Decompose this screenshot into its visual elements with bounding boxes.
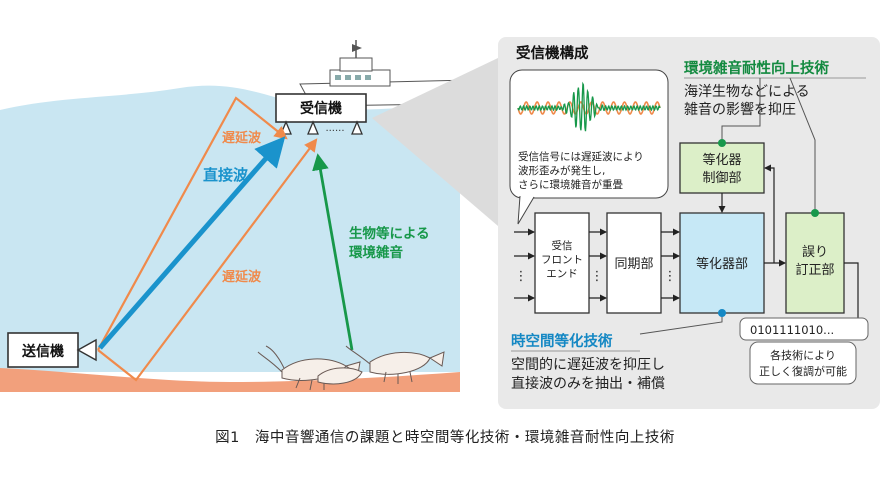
direct-wave-label: 直接波	[203, 166, 249, 184]
sync-to-eq-arrows	[661, 228, 680, 302]
transmitter-label: 送信機	[21, 343, 64, 360]
array-dots: ......	[325, 123, 344, 134]
input-arrows	[514, 228, 535, 302]
demod-note-line1: 各技術により	[770, 348, 836, 362]
spatiotemporal-title: 時空間等化技術	[511, 332, 613, 350]
transmitter-box	[7, 332, 79, 368]
signal-bubble-tail	[517, 195, 535, 225]
signal-note-line1: 受信信号には遅延波により	[518, 150, 644, 163]
mid-dots-1: ⋮	[591, 269, 604, 284]
bits-box	[739, 317, 869, 341]
spatiotemporal-desc-line2: 直接波のみを抽出・補償	[511, 375, 665, 392]
shrimp-icon	[257, 345, 445, 391]
seabed	[0, 368, 460, 392]
eq-control-line1: 等化器	[702, 152, 741, 168]
front-end-line1: 受信	[552, 240, 573, 252]
env-leader-to-ecc	[789, 77, 816, 213]
front-end-line2: フロント	[541, 254, 583, 266]
distorted-waveform-icon	[517, 81, 661, 132]
bits-text: 0101111010...	[750, 323, 834, 337]
bio-noise-label-line2: 環境雑音	[349, 244, 403, 261]
bio-noise-label-line1: 生物等による	[349, 225, 430, 242]
delayed-wave-path-surface	[97, 96, 288, 351]
env-leader-to-ctrl	[721, 78, 761, 143]
demod-note-box	[749, 341, 857, 385]
spatiotemporal-desc-line1: 空間的に遅延波を抑圧し	[511, 357, 665, 373]
input-dots: ⋮	[515, 269, 528, 284]
transducer-icon	[76, 338, 97, 362]
front-end-block	[534, 212, 590, 314]
ecc-feedback-arrow	[764, 164, 775, 263]
sync-label: 同期部	[614, 257, 653, 272]
env-tech-title: 環境雑音耐性向上技術	[684, 59, 829, 77]
direct-wave-arrow	[98, 136, 286, 350]
st-leader-dot	[718, 309, 726, 317]
signal-note-line3: さらに環境雑音が重畳	[518, 178, 623, 191]
sea-water	[0, 85, 460, 372]
env-tech-desc-line1: 海洋生物などによる	[684, 84, 810, 100]
signal-bubble	[509, 69, 669, 199]
eq-control-line2: 制御部	[702, 171, 741, 186]
sync-block	[606, 212, 662, 314]
receiver-config-title: 受信機構成	[516, 44, 589, 62]
ocean-scene: 受信機 ...... 送信機 遅延波 直接波 遅延波 生物等による 環境雑音	[0, 40, 472, 392]
delayed-wave-path-seabed	[97, 138, 318, 382]
equalizer-block	[679, 212, 765, 314]
demod-note-line2: 正しく復調が可能	[759, 364, 847, 378]
env-leader-dot-ecc	[811, 209, 819, 217]
receiver-label: 受信機	[300, 100, 342, 117]
env-tech-desc-line2: 雑音の影響を抑圧	[684, 101, 796, 118]
mid-dots-2: ⋮	[664, 269, 677, 284]
ecc-block	[785, 212, 845, 314]
equalizer-label: 等化器部	[696, 256, 748, 272]
front-end-line3: エンド	[546, 268, 578, 280]
delayed-wave-label-bottom: 遅延波	[222, 269, 262, 285]
callout-wedge	[372, 58, 498, 226]
figure-caption: 図1 海中音響通信の課題と時空間等化技術・環境雑音耐性向上技術	[215, 430, 675, 446]
signal-note-line2: 波形歪みが発生し,	[518, 164, 605, 177]
ecc-line1: 誤り	[802, 244, 828, 260]
noise-arrow	[312, 153, 354, 351]
receiver-box	[275, 93, 367, 123]
ecc-line2: 訂正部	[795, 262, 834, 278]
env-leader-dot-ctrl	[718, 139, 726, 147]
delayed-wave-label-top: 遅延波	[222, 130, 262, 146]
front-to-sync-arrows	[589, 228, 607, 302]
